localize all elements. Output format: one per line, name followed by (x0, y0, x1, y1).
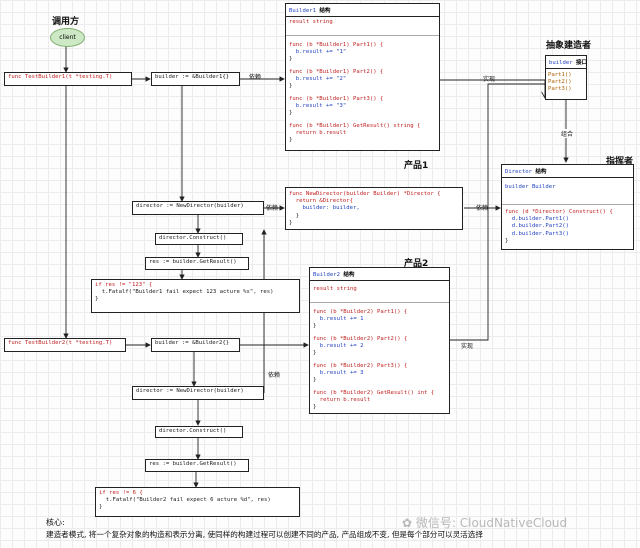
test1-check-l1: if res != "123" { (95, 282, 153, 288)
test2-check-l3: } (99, 504, 103, 511)
director-field: builder Builder (505, 184, 556, 190)
client-label: client (59, 34, 76, 41)
builder-interface[interactable]: builder 接口 Part1() Part2() Part3() (545, 55, 587, 100)
builder2-getresult-sig: func (b *Builder2) GetResult() int { (313, 390, 435, 396)
caller-label: 调用方 (52, 17, 80, 27)
builder2-part3-end: } (313, 377, 317, 384)
test2-check-l2: t.Fatalf("Builder2 fail expect 6 acture … (99, 497, 271, 504)
test2-step-new-builder[interactable]: builder := &Builder2{} (151, 338, 240, 352)
iface-part1: Part1() (548, 72, 572, 78)
iface-part2: Part2() (548, 79, 572, 86)
builder1-part2-end: } (289, 83, 293, 90)
builder2-part2-end: } (313, 350, 317, 357)
test1-step-check[interactable]: if res != "123" { t.Fatalf("Builder1 fai… (91, 279, 300, 313)
newdirector-l3: } (289, 212, 300, 219)
director-construct-l1: d.builder.Part1() (505, 216, 569, 223)
test1-check-l2: t.Fatalf("Builder1 fail expect 123 actur… (95, 289, 274, 296)
director-title-label: 指挥者 (606, 157, 634, 167)
builder1-part2-body: b.result += "2" (289, 76, 347, 83)
builder1-part3-end: } (289, 110, 293, 117)
product1-label: 产品1 (404, 161, 429, 171)
builder1-part2-sig: func (b *Builder1) Part2() { (289, 69, 384, 75)
test2-check-l1: if res != 6 { (99, 490, 143, 496)
builder1-name: Builder1 (289, 8, 316, 14)
builder2-field: result string (313, 286, 357, 292)
builder1-part1-sig: func (b *Builder1) Part1() { (289, 42, 384, 48)
test1-func[interactable]: func TestBuilder1(t *testing.T) (4, 72, 132, 86)
iface-tag: 接口 (575, 60, 588, 66)
abstract-builder-label: 抽象建造者 (546, 41, 592, 51)
edge-label-compose: 组合 (561, 129, 574, 138)
test2-step-new-director[interactable]: director := NewDirector(builder) (132, 386, 264, 400)
builder1-part1-end: } (289, 56, 293, 63)
director-construct-sig: func (d *Director) Construct() { (505, 209, 613, 215)
newdirector-end: } (289, 219, 293, 226)
test1-step-construct[interactable]: director.Construct() (155, 233, 243, 245)
director-tag: 结构 (535, 169, 547, 175)
iface-name: builder (549, 60, 573, 66)
test2-func[interactable]: func TestBuilder2(t *testing.T) (4, 338, 126, 352)
builder2-tag: 结构 (343, 272, 355, 278)
builder2-name: Builder2 (313, 272, 340, 278)
builder1-part1-body: b.result += "1" (289, 49, 347, 56)
builder2-getresult-body: return b.result (313, 397, 371, 404)
edge-label-dep1: 依赖 (249, 74, 262, 81)
edge-label-dep3: 依赖 (476, 205, 489, 212)
edge-label-dep2: 依赖 (266, 205, 279, 212)
builder2-struct[interactable]: Builder2 结构 result string func (b *Build… (309, 267, 450, 414)
builder2-part1-sig: func (b *Builder2) Part1() { (313, 309, 408, 315)
builder2-part2-sig: func (b *Builder2) Part2() { (313, 336, 408, 342)
edge-label-dep4: 依赖 (268, 372, 281, 379)
core-note-body: 建造者模式, 将一个复杂对象的构造和表示分离, 使同样的构建过程可以创建不同的产… (46, 530, 483, 539)
builder2-part3-sig: func (b *Builder2) Part3() { (313, 363, 408, 369)
test2-step-check[interactable]: if res != 6 { t.Fatalf("Builder2 fail ex… (95, 487, 300, 517)
newdirector-sig: func NewDirector(builder Builder) *Direc… (289, 191, 441, 197)
watermark-text: 微信号: CloudNativeCloud (415, 516, 568, 530)
builder1-getresult-sig: func (b *Builder1) GetResult() string { (289, 123, 421, 129)
test1-step-getresult[interactable]: res := builder.GetResult() (145, 257, 249, 270)
director-construct-l3: d.builder.Part3() (505, 230, 569, 237)
test2-step-construct[interactable]: director.Construct() (155, 426, 243, 438)
test1-step-new-director[interactable]: director := NewDirector(builder) (132, 201, 264, 215)
test1-check-l3: } (95, 296, 99, 303)
watermark: ✿ 微信号: CloudNativeCloud (402, 514, 567, 531)
builder1-part3-sig: func (b *Builder1) Part3() { (289, 96, 384, 102)
director-construct-l2: d.builder.Part2() (505, 223, 569, 230)
builder2-part3-body: b.result += 3 (313, 370, 364, 377)
edge-builder2-impl-iface (450, 83, 545, 341)
director-construct-end: } (505, 237, 509, 244)
builder1-getresult-body: return b.result (289, 130, 347, 137)
builder2-part2-body: b.result += 2 (313, 343, 364, 350)
builder1-struct[interactable]: Builder1 结构 result string func (b *Build… (285, 3, 440, 151)
newdirector-l2: builder: builder, (289, 205, 360, 212)
wechat-icon: ✿ (402, 516, 416, 530)
director-struct[interactable]: Director 结构 builder Builder func (d *Dir… (501, 164, 634, 250)
builder2-getresult-end: } (313, 404, 317, 411)
newdirector-func[interactable]: func NewDirector(builder Builder) *Direc… (285, 187, 463, 230)
builder2-part1-body: b.result += 1 (313, 316, 364, 323)
iface-part3: Part3() (548, 86, 572, 93)
client-node[interactable]: client (50, 28, 85, 47)
product2-label: 产品2 (404, 259, 429, 269)
builder1-part3-body: b.result += "3" (289, 103, 347, 110)
edge-label-impl1: 实现 (483, 76, 496, 83)
edge-label-impl2: 实现 (461, 343, 474, 350)
builder1-field: result string (289, 19, 333, 25)
builder2-part1-end: } (313, 323, 317, 330)
newdirector-l1: return &Director{ (289, 198, 353, 205)
builder1-tag: 结构 (319, 8, 331, 14)
director-name: Director (505, 169, 532, 175)
test1-step-new-builder[interactable]: builder := &Builder1{} (151, 72, 240, 86)
test2-step-getresult[interactable]: res := builder.GetResult() (145, 459, 249, 472)
core-note-title: 核心: (46, 518, 65, 527)
builder1-getresult-end: } (289, 137, 293, 144)
